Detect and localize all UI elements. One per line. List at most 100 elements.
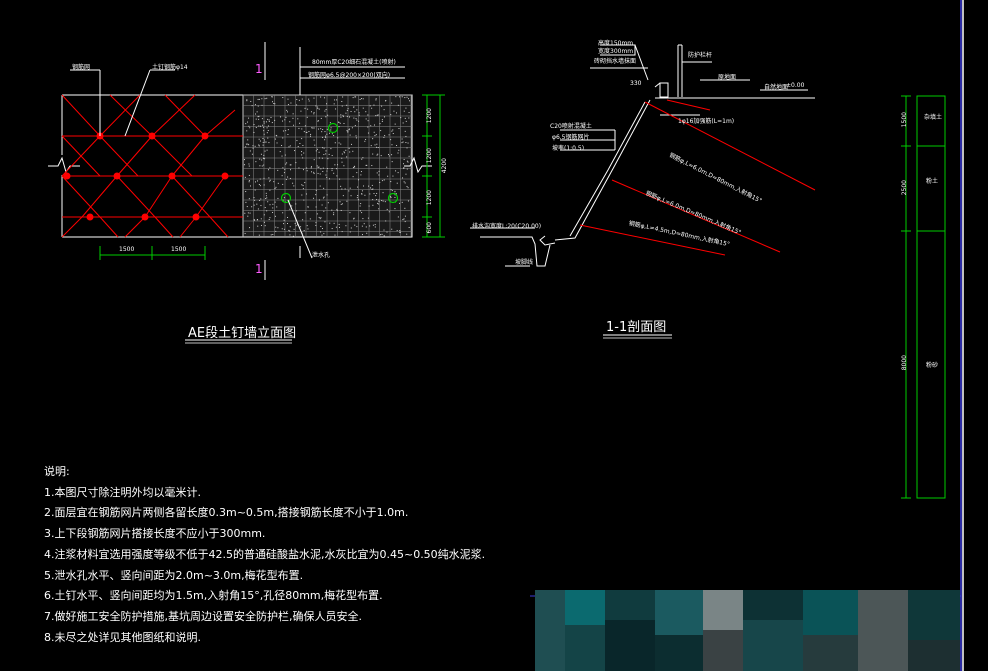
texture-dot	[307, 206, 309, 208]
texture-dot	[376, 114, 378, 116]
texture-dot	[275, 186, 277, 188]
texture-dot	[257, 116, 259, 118]
texture-dot	[265, 121, 267, 123]
texture-dot	[374, 226, 376, 228]
note-item: 7.做好施工安全防护措施,基坑周边设置安全防护栏,确保人员安全.	[44, 609, 362, 623]
texture-dot	[268, 219, 270, 221]
texture-dot	[399, 96, 401, 98]
texture-dot	[407, 161, 409, 163]
section-view	[470, 44, 815, 267]
texture-dot	[390, 195, 392, 197]
texture-dot	[407, 200, 409, 202]
texture-dot	[277, 182, 279, 184]
texture-dot	[341, 101, 343, 103]
texture-dot	[325, 153, 327, 155]
texture-dot	[327, 202, 329, 204]
texture-dot	[331, 209, 333, 211]
texture-dot	[404, 97, 406, 99]
elevation-view	[48, 42, 445, 280]
texture-dot	[265, 197, 267, 199]
texture-dot	[313, 97, 315, 99]
texture-dot	[315, 224, 317, 226]
texture-dot	[266, 149, 268, 151]
texture-dot	[273, 181, 275, 183]
texture-dot	[380, 155, 382, 157]
texture-dot	[253, 197, 255, 199]
texture-dot	[260, 125, 262, 127]
texture-dot	[247, 143, 249, 145]
texture-dot	[288, 229, 290, 231]
texture-dot	[274, 103, 276, 105]
texture-dot	[289, 164, 291, 166]
texture-dot	[297, 146, 299, 148]
texture-dot	[366, 232, 368, 234]
texture-dot	[298, 99, 300, 101]
texture-dot	[252, 147, 254, 149]
texture-dot	[261, 98, 263, 100]
texture-dot	[337, 137, 339, 139]
texture-dot	[342, 96, 344, 98]
texture-dot	[364, 140, 366, 142]
texture-dot	[374, 144, 376, 146]
texture-dot	[265, 192, 267, 194]
texture-dot	[361, 193, 363, 195]
reinforcement-bar	[666, 99, 711, 111]
texture-dot	[375, 98, 377, 100]
texture-dot	[390, 181, 392, 183]
texture-dot	[293, 124, 295, 126]
texture-dot	[398, 149, 400, 151]
texture-dot	[305, 131, 307, 133]
texture-dot	[256, 203, 258, 205]
texture-dot	[258, 125, 260, 127]
texture-dot	[401, 201, 403, 203]
texture-dot	[388, 211, 390, 213]
texture-dot	[404, 182, 406, 184]
texture-dot	[387, 153, 389, 155]
texture-dot	[286, 111, 288, 113]
texture-dot	[350, 195, 352, 197]
texture-dot	[282, 120, 284, 122]
redacted-title-block	[535, 590, 960, 671]
texture-dot	[356, 226, 358, 228]
texture-dot	[307, 108, 309, 110]
texture-dot	[279, 151, 281, 153]
texture-dot	[245, 191, 247, 193]
texture-dot	[320, 168, 322, 170]
texture-dot	[349, 187, 351, 189]
texture-dot	[321, 204, 323, 206]
texture-dot	[315, 150, 317, 152]
texture-dot	[330, 127, 332, 129]
texture-dot	[262, 144, 264, 146]
texture-dot	[262, 138, 264, 140]
texture-dot	[267, 137, 269, 139]
texture-dot	[345, 112, 347, 114]
texture-dot	[396, 112, 398, 114]
texture-dot	[367, 126, 369, 128]
texture-dot	[378, 174, 380, 176]
texture-dot	[304, 212, 306, 214]
layer-2: 粉土	[926, 178, 939, 185]
texture-dot	[248, 181, 250, 183]
texture-dot	[326, 170, 328, 172]
texture-dot	[333, 103, 335, 105]
label-rail: 防护栏杆	[688, 52, 713, 59]
texture-dot	[274, 215, 276, 217]
texture-dot	[325, 150, 327, 152]
texture-dot	[362, 98, 364, 100]
texture-dot	[397, 152, 399, 154]
label-ditch: 排水沟宽度L:20(C20.00)	[472, 223, 542, 230]
texture-dot	[322, 129, 324, 131]
texture-dot	[330, 148, 332, 150]
texture-dot	[375, 115, 377, 117]
texture-dot	[244, 212, 246, 214]
texture-dot	[249, 227, 251, 229]
texture-dot	[246, 100, 248, 102]
texture-dot	[282, 97, 284, 99]
texture-dot	[324, 110, 326, 112]
texture-dot	[271, 122, 273, 124]
texture-dot	[302, 145, 304, 147]
texture-dot	[388, 155, 390, 157]
texture-dot	[336, 210, 338, 212]
texture-dot	[248, 174, 250, 176]
